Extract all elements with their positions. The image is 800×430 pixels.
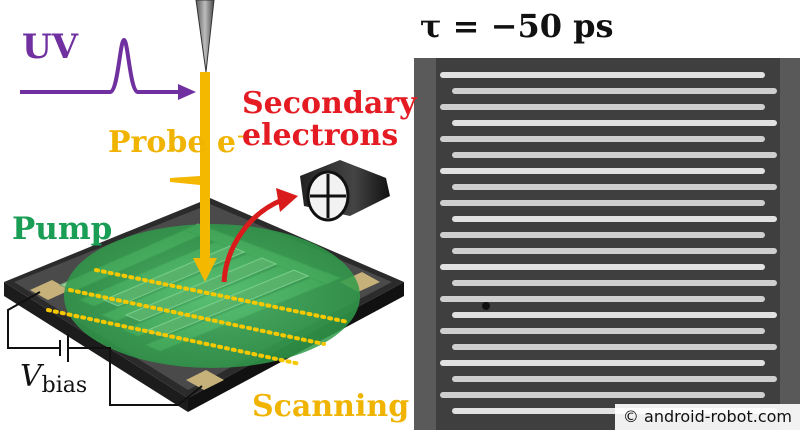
sem-stripe (440, 360, 765, 366)
sem-stripe (452, 152, 777, 158)
secondary-label-line1: Secondary (242, 86, 417, 121)
sem-stripe (440, 264, 765, 270)
vbias-subscript: bias (41, 373, 88, 398)
sem-stripe (440, 296, 765, 302)
bias-circuit (7, 291, 203, 406)
sem-stripes (440, 72, 777, 414)
probe-tip (195, 0, 215, 73)
sem-stripe (452, 376, 777, 382)
sem-stripe (452, 312, 777, 318)
probe-beam (170, 72, 217, 282)
scanning-label: Scanning (252, 389, 410, 424)
sem-stripe (452, 88, 777, 94)
pump-label: Pump (12, 211, 113, 247)
sem-stripe (440, 104, 765, 110)
vbias-label: Vbias (20, 359, 87, 397)
secondary-electron-arrow (221, 188, 298, 283)
probe-electron-label: Probe e⁻ (108, 125, 252, 160)
sem-stripe (452, 184, 777, 190)
sem-stripe (440, 136, 765, 142)
pump-spot (64, 224, 360, 368)
sem-image (414, 58, 800, 430)
sem-stripe (440, 168, 765, 174)
sem-defect-dot (482, 302, 490, 310)
sem-stripe (440, 72, 765, 78)
sem-stripe (452, 344, 777, 350)
detector-icon (300, 160, 390, 222)
sem-stripe (440, 392, 765, 398)
watermark: © android-robot.com (614, 404, 800, 430)
vbias-symbol: V (20, 359, 42, 394)
uv-label: UV (22, 27, 79, 67)
delay-time-label: τ = −50 ps (420, 7, 614, 45)
secondary-electrons-label: Secondary electrons (242, 86, 417, 154)
sem-stripe (440, 200, 765, 206)
scan-lines (46, 268, 350, 366)
sem-stripe (440, 328, 765, 334)
sem-stripe (440, 232, 765, 238)
uv-pulse-arrow (20, 37, 196, 100)
sem-stripe (452, 216, 777, 222)
sem-stripe (452, 280, 777, 286)
sem-stripe (452, 120, 777, 126)
secondary-label-line2: electrons (242, 118, 399, 154)
sem-stripe (452, 248, 777, 254)
